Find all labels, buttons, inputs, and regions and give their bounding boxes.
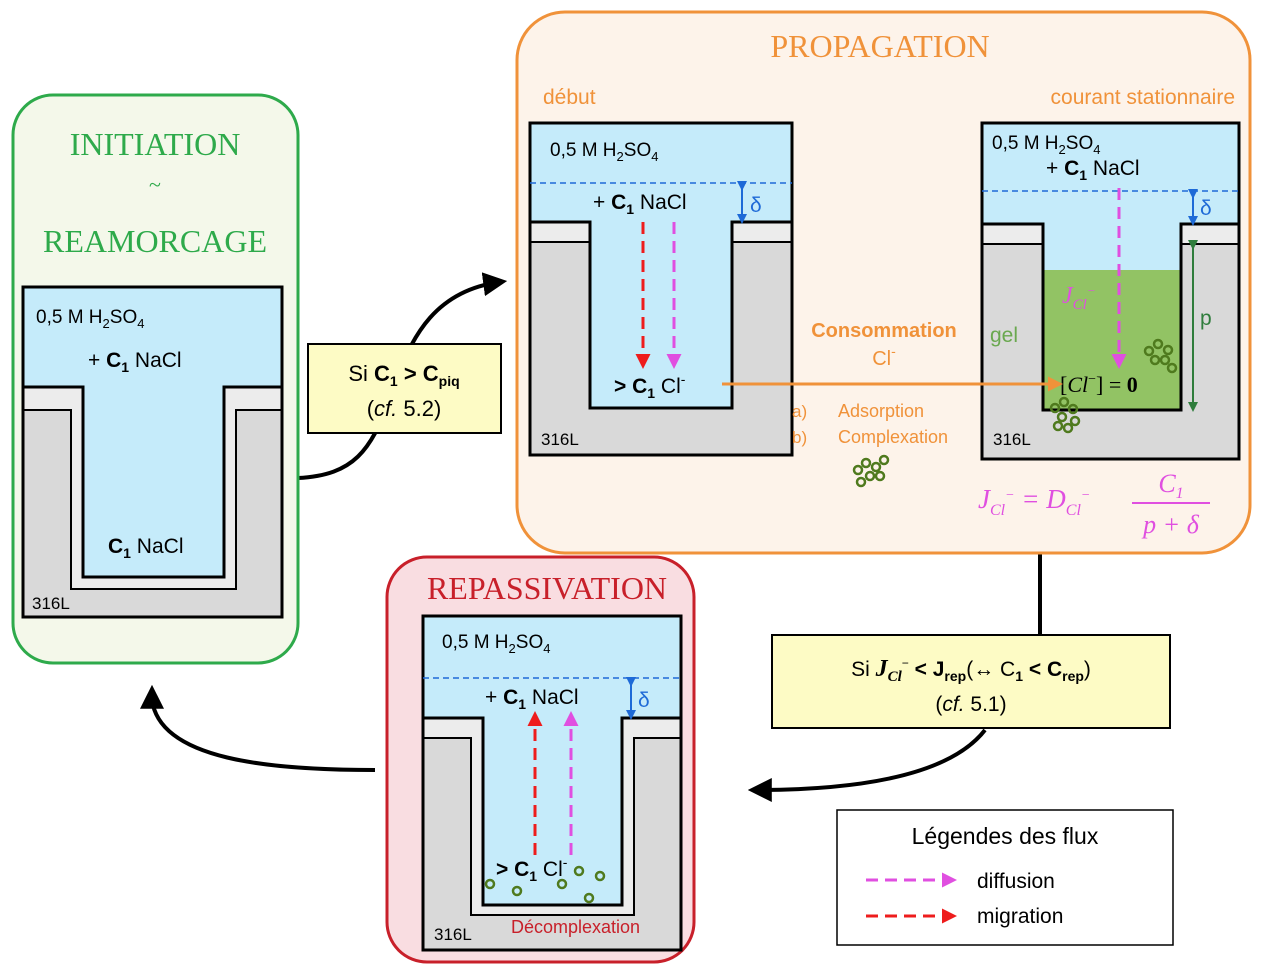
flux-legend-title: Légendes des flux	[912, 823, 1099, 849]
initiation-tilde: ~	[149, 172, 161, 197]
condition-repassivation-ref: (cf. 5.1)	[935, 693, 1006, 716]
propagation-start-nacl-label: + C1 NaCl	[593, 191, 687, 217]
cycle-arrow-repassivation-to-initiation	[140, 684, 376, 772]
propagation-steady-flux-label: JCl−	[1062, 283, 1096, 313]
condition-repassivation-frame	[771, 634, 1171, 729]
propagation-start-pit-label: > C1 Cl-	[614, 371, 686, 401]
initiation-pit-outline	[23, 385, 282, 579]
gel-complex-cluster-icon	[1143, 338, 1178, 374]
condition-initiation-text: Si C1 > Cpiq	[348, 361, 459, 389]
adsorption-label: Adsorption	[838, 401, 924, 421]
repassivation-metal-label: 316L	[434, 925, 472, 944]
complexation-label: Complexation	[838, 427, 948, 447]
flux-equation: JCl− = DCl− C1 p + δ	[978, 469, 1210, 539]
decomplexation-label: Décomplexation	[511, 917, 640, 937]
initiation-metal-label: 316L	[32, 594, 70, 613]
condition-initiation-ref: (cf. 5.2)	[367, 396, 442, 421]
condition-initiation-box: Si C1 > Cpiq (cf. 5.2)	[307, 343, 502, 434]
initiation-cell-border	[21, 285, 284, 619]
repassivation-panel: REPASSIVATION δ 0,5 M H2SO4 + C1 NaCl > …	[385, 555, 696, 964]
wall-complex-cluster-icon	[1049, 396, 1081, 434]
propagation-steady-concentration: [Cl−] = 0	[1060, 372, 1138, 397]
propagation-steady-border	[980, 121, 1241, 461]
propagation-steady-cell: δ 0,5 M H2SO4 + C1 NaCl JCl− gel [Cl−] =…	[980, 121, 1241, 461]
cycle-arrow-propagation-to-repassivation	[755, 553, 1042, 790]
chloride-complex-cluster-icon	[852, 454, 890, 488]
propagation-start-delta: δ	[750, 194, 762, 217]
repassivation-border	[421, 614, 683, 952]
adsorption-marker: a)	[792, 402, 807, 421]
repassivation-nacl-label: + C1 NaCl	[485, 686, 579, 712]
repassivation-cell: δ 0,5 M H2SO4 + C1 NaCl > C1 Cl- 316L Dé…	[421, 614, 683, 952]
repassivation-pit-label: > C1 Cl-	[496, 854, 568, 884]
flux-equation-denominator: p + δ	[1141, 510, 1200, 539]
propagation-start-cell: δ 0,5 M H2SO4 + C1 NaCl > C1 Cl- 316L	[528, 121, 794, 457]
propagation-steady-label: courant stationnaire	[1051, 86, 1235, 109]
propagation-start-metal-label: 316L	[541, 430, 579, 449]
propagation-start-acid-label: 0,5 M H2SO4	[550, 140, 658, 164]
initiation-acid-label: 0,5 M H2SO4	[36, 307, 144, 331]
condition-repassivation-box: Si JCl− < Jrep(↔ C1 < Crep) (cf. 5.1)	[771, 634, 1171, 729]
initiation-nacl-label: + C1 NaCl	[88, 349, 182, 375]
legend-migration-label: migration	[977, 905, 1063, 928]
initiation-title: INITIATION	[70, 126, 241, 162]
reamorcage-title: REAMORCAGE	[43, 223, 267, 259]
flux-legend-frame	[836, 809, 1174, 946]
initiation-pit-nacl-label: C1 NaCl	[108, 535, 183, 561]
propagation-steady-delta: δ	[1200, 197, 1212, 220]
propagation-start-border	[528, 121, 794, 457]
complexation-marker: b)	[792, 428, 807, 447]
propagation-title: PROPAGATION	[770, 28, 989, 64]
propagation-steady-gel-label: gel	[990, 324, 1018, 347]
initiation-pit-cell: 0,5 M H2SO4 + C1 NaCl C1 NaCl 316L	[21, 285, 284, 619]
propagation-steady-acid-label: 0,5 M H2SO4	[992, 133, 1100, 157]
flux-equation-lhs: JCl− = DCl−	[978, 484, 1090, 519]
initiation-panel: INITIATION ~ REAMORCAGE 0,5 M H2SO4 + C1…	[11, 93, 300, 665]
propagation-steady-metal-label: 316L	[993, 430, 1031, 449]
released-complex-icon	[484, 865, 606, 904]
legend-diffusion-label: diffusion	[977, 870, 1055, 893]
flux-equation-numerator: C1	[1158, 469, 1183, 502]
repassivation-acid-label: 0,5 M H2SO4	[442, 632, 550, 656]
propagation-start-label: début	[543, 86, 596, 109]
condition-repassivation-text: Si JCl− < Jrep(↔ C1 < Crep)	[851, 656, 1091, 685]
condition-initiation-frame	[307, 343, 502, 434]
propagation-panel: PROPAGATION début courant stationnaire δ…	[515, 10, 1252, 555]
repassivation-delta: δ	[638, 689, 650, 712]
repassivation-title: REPASSIVATION	[427, 570, 667, 606]
flux-legend: Légendes des flux diffusion migration	[836, 809, 1174, 946]
consumption-cl-label: Cl-	[872, 343, 896, 370]
propagation-steady-nacl-label: + C1 NaCl	[1046, 157, 1140, 183]
consumption-label: Consommation	[811, 320, 957, 342]
propagation-steady-depth-label: p	[1200, 307, 1212, 330]
